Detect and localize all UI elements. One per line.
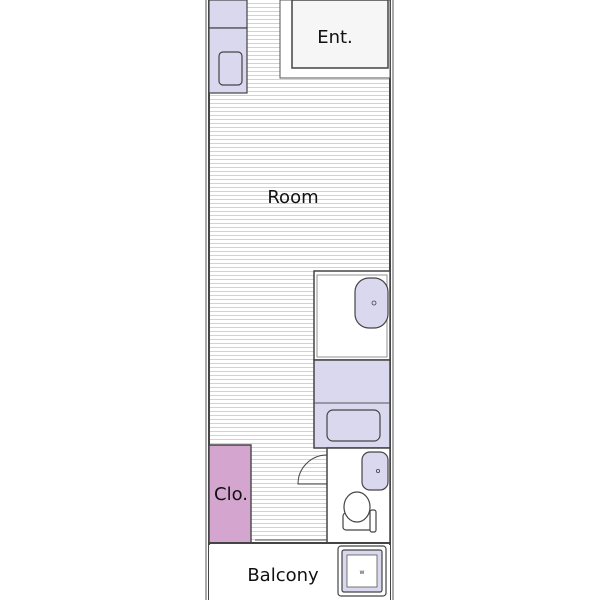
kitchen-sink-icon xyxy=(218,51,243,86)
toilet-sink-drain-icon xyxy=(375,468,380,473)
toilet-tank-side-icon xyxy=(369,509,377,533)
kitchen-upper-cabinet xyxy=(208,0,248,29)
vanity-basin-icon xyxy=(354,277,389,329)
washing-machine-drum-icon xyxy=(346,554,378,588)
door-swing-icon xyxy=(297,454,328,485)
toilet-bowl-icon xyxy=(343,491,371,523)
balcony-label: Balcony xyxy=(247,565,319,586)
closet-area xyxy=(208,444,252,544)
room-label: Room xyxy=(267,187,318,208)
entrance-label: Ent. xyxy=(317,27,353,48)
washing-machine-label: w xyxy=(360,569,365,576)
bathtub-icon xyxy=(326,409,381,442)
entrance-floor xyxy=(291,0,389,69)
vanity-drain-icon xyxy=(371,300,377,306)
closet-label: Clo. xyxy=(214,484,248,505)
toilet-sink-icon xyxy=(361,451,389,491)
